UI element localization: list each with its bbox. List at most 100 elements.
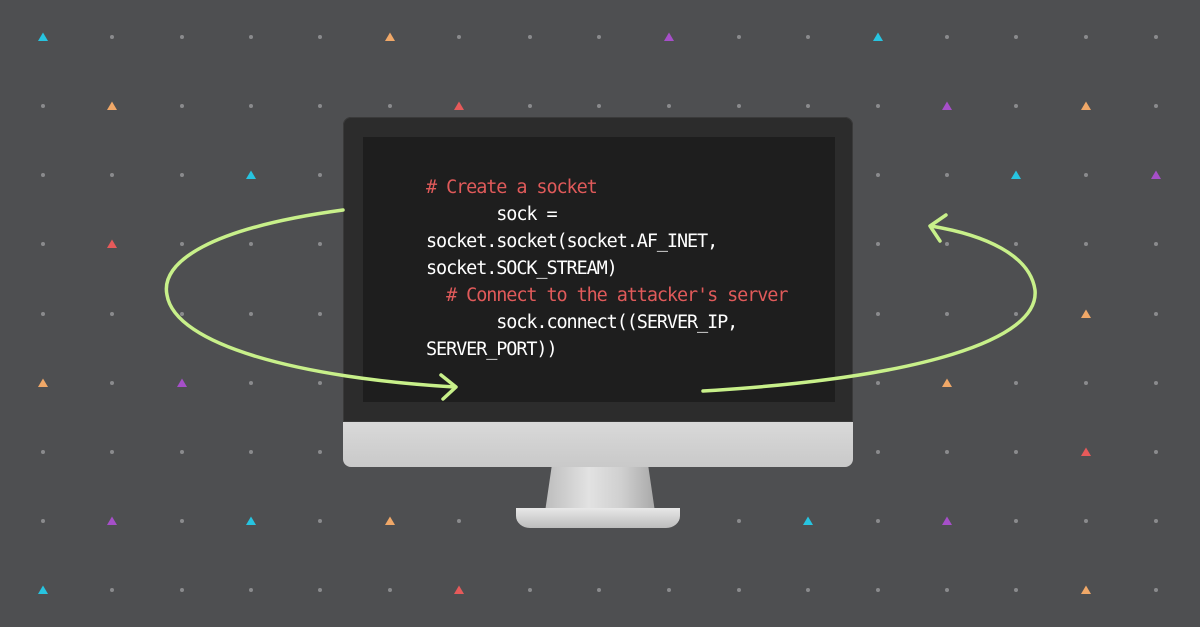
decor-dot bbox=[1084, 35, 1088, 39]
decor-dot bbox=[318, 242, 322, 246]
decor-dot bbox=[1014, 588, 1018, 592]
decor-dot bbox=[388, 104, 392, 108]
decor-dot bbox=[41, 173, 45, 177]
decor-dot bbox=[1154, 588, 1158, 592]
decor-triangle bbox=[942, 516, 952, 525]
decor-triangle bbox=[385, 516, 395, 525]
decor-triangle bbox=[873, 32, 883, 41]
decor-dot bbox=[249, 381, 253, 385]
decor-dot bbox=[528, 588, 532, 592]
decor-dot bbox=[457, 519, 461, 523]
decor-triangle bbox=[246, 170, 256, 179]
decor-dot bbox=[41, 312, 45, 316]
decor-dot bbox=[318, 381, 322, 385]
decor-dot bbox=[41, 242, 45, 246]
decor-dot bbox=[1154, 35, 1158, 39]
decor-triangle bbox=[1011, 170, 1021, 179]
decor-dot bbox=[737, 588, 741, 592]
decor-dot bbox=[249, 104, 253, 108]
decor-dot bbox=[249, 312, 253, 316]
decor-dot bbox=[180, 588, 184, 592]
decor-dot bbox=[876, 242, 880, 246]
decor-triangle bbox=[177, 378, 187, 387]
decor-dot bbox=[1154, 104, 1158, 108]
decor-dot bbox=[667, 104, 671, 108]
decor-triangle bbox=[454, 101, 464, 110]
code-line: sock.connect((SERVER_IP, bbox=[426, 312, 738, 333]
decor-dot bbox=[110, 381, 114, 385]
decor-triangle bbox=[664, 32, 674, 41]
decor-dot bbox=[1014, 450, 1018, 454]
decor-dot bbox=[876, 381, 880, 385]
decor-dot bbox=[528, 104, 532, 108]
decor-dot bbox=[1084, 173, 1088, 177]
decor-dot bbox=[318, 173, 322, 177]
decor-dot bbox=[110, 588, 114, 592]
decor-triangle bbox=[803, 516, 813, 525]
decor-triangle bbox=[107, 516, 117, 525]
code-line: SERVER_PORT)) bbox=[426, 339, 558, 360]
code-comment-line: # Create a socket bbox=[426, 177, 598, 198]
decor-dot bbox=[876, 450, 880, 454]
decor-dot bbox=[945, 312, 949, 316]
decor-dot bbox=[180, 312, 184, 316]
decor-dot bbox=[110, 312, 114, 316]
decor-dot bbox=[1154, 450, 1158, 454]
decor-dot bbox=[180, 35, 184, 39]
decor-dot bbox=[876, 104, 880, 108]
decor-dot bbox=[180, 519, 184, 523]
decor-dot bbox=[318, 450, 322, 454]
decor-dot bbox=[528, 35, 532, 39]
decor-triangle bbox=[38, 585, 48, 594]
monitor-stand-neck bbox=[545, 467, 655, 512]
decor-dot bbox=[249, 450, 253, 454]
decor-dot bbox=[110, 173, 114, 177]
decor-dot bbox=[1154, 381, 1158, 385]
code-block: # Create a socket sock = socket.socket(s… bbox=[426, 174, 826, 363]
decor-dot bbox=[180, 104, 184, 108]
decor-dot bbox=[1014, 312, 1018, 316]
decor-triangle bbox=[1081, 585, 1091, 594]
decor-dot bbox=[1154, 519, 1158, 523]
decor-triangle bbox=[246, 516, 256, 525]
decor-dot bbox=[41, 519, 45, 523]
decor-dot bbox=[41, 104, 45, 108]
decor-dot bbox=[180, 173, 184, 177]
decor-dot bbox=[876, 173, 880, 177]
decor-triangle bbox=[1151, 170, 1161, 179]
decor-dot bbox=[180, 450, 184, 454]
decor-dot bbox=[945, 588, 949, 592]
decor-triangle bbox=[454, 585, 464, 594]
decor-triangle bbox=[1081, 447, 1091, 456]
code-comment-line: # Connect to the attacker's server bbox=[426, 285, 788, 306]
decor-dot bbox=[249, 35, 253, 39]
decor-dot bbox=[876, 312, 880, 316]
decor-dot bbox=[180, 242, 184, 246]
decor-triangle bbox=[942, 101, 952, 110]
decor-dot bbox=[388, 588, 392, 592]
code-line: socket.SOCK_STREAM) bbox=[426, 258, 618, 279]
decor-triangle bbox=[1081, 309, 1091, 318]
decor-dot bbox=[806, 104, 810, 108]
code-line: sock = bbox=[426, 204, 557, 225]
decor-dot bbox=[1014, 381, 1018, 385]
decor-dot bbox=[737, 104, 741, 108]
decor-triangle bbox=[107, 239, 117, 248]
decor-dot bbox=[945, 242, 949, 246]
decor-dot bbox=[1084, 519, 1088, 523]
decor-dot bbox=[457, 35, 461, 39]
decor-dot bbox=[41, 450, 45, 454]
decor-triangle bbox=[385, 32, 395, 41]
decor-triangle bbox=[38, 32, 48, 41]
decor-dot bbox=[318, 588, 322, 592]
decor-dot bbox=[667, 588, 671, 592]
decor-dot bbox=[876, 588, 880, 592]
decor-dot bbox=[318, 519, 322, 523]
decor-dot bbox=[1014, 35, 1018, 39]
decor-dot bbox=[1014, 104, 1018, 108]
decor-dot bbox=[110, 450, 114, 454]
decor-dot bbox=[318, 104, 322, 108]
decor-triangle bbox=[942, 378, 952, 387]
decor-dot bbox=[318, 35, 322, 39]
decor-dot bbox=[1014, 519, 1018, 523]
